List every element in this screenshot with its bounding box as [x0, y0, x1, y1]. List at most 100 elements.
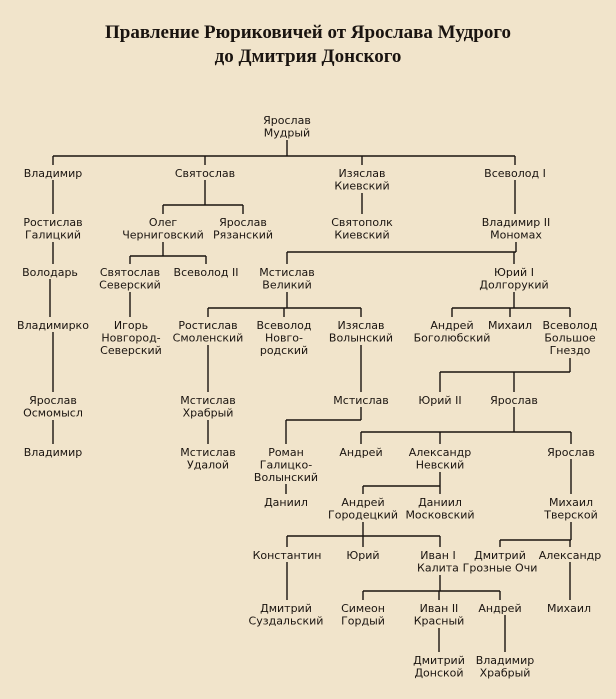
node-label-line: Святослав — [175, 167, 235, 180]
node-label-line: Ярослав — [263, 114, 311, 127]
node-label-line: Андрей — [339, 446, 382, 459]
diagram-title-line-1: Правление Рюриковичей от Ярослава Мудрог… — [105, 22, 511, 43]
node-label-line: Андрей — [430, 319, 473, 332]
node-label-line: Симеон — [341, 602, 385, 615]
node-svyatoslav-1: Святослав — [175, 167, 235, 180]
node-label-line: Новгород- — [101, 332, 160, 345]
node-label-line: Владимир II — [482, 216, 551, 229]
node-vsevolod-1: Всеволод I — [484, 167, 546, 180]
node-label-line: Северский — [100, 344, 162, 357]
node-label-line: Великий — [262, 279, 311, 292]
node-label-line: Олег — [149, 216, 177, 229]
node-label-line: Александр — [539, 549, 602, 562]
node-label-line: Осмомысл — [23, 407, 83, 420]
node-label-line: Михаил — [488, 319, 532, 332]
node-label-line: Донской — [414, 667, 463, 680]
node-label-line: Московский — [405, 509, 474, 522]
node-label-line: Всеволод II — [174, 266, 239, 279]
node-label-line: Володарь — [22, 266, 78, 279]
node-label-line: Гнездо — [550, 344, 591, 357]
node-label-line: Изяслав — [338, 319, 385, 332]
node-label-line: Красный — [414, 615, 465, 628]
connector-lines — [49, 140, 572, 652]
node-label-line: Черниговский — [122, 229, 204, 242]
node-label-line: Роман — [268, 446, 304, 459]
node-label-line: Константин — [253, 549, 322, 562]
node-label-line: Большое — [544, 332, 596, 345]
node-label-line: Мстислав — [333, 394, 388, 407]
node-label-line: Мономах — [490, 229, 542, 242]
node-vladimirko: Владимирко — [17, 319, 89, 332]
node-label-line: Ярослав — [219, 216, 267, 229]
node-label-line: Изяслав — [339, 167, 386, 180]
node-mikhail-tver2: Михаил — [547, 602, 591, 615]
node-label-line: Юрий I — [494, 266, 534, 279]
node-andrei-2: Андрей — [339, 446, 382, 459]
node-label-line: Волынский — [329, 332, 393, 345]
node-label-line: Михаил — [549, 496, 593, 509]
node-label-line: Ростислав — [23, 216, 82, 229]
node-label-line: Ярослав — [490, 394, 538, 407]
node-konstantin: Константин — [253, 549, 322, 562]
node-label-line: Долгорукий — [479, 279, 548, 292]
node-label-line: Грозные Очи — [463, 562, 538, 575]
node-label-line: Владимир — [24, 167, 83, 180]
node-label-line: Ярослав — [29, 394, 77, 407]
node-label-line: Всеволод I — [484, 167, 546, 180]
node-label-line: Волынский — [254, 471, 318, 484]
node-label-line: Святослав — [100, 266, 160, 279]
node-volodar: Володарь — [22, 266, 78, 279]
node-label-line: Галицкий — [25, 229, 81, 242]
node-label-line: Киевский — [334, 229, 389, 242]
node-label-line: Всеволод — [257, 319, 312, 332]
node-label-line: Северский — [99, 279, 161, 292]
node-label-line: Киевский — [334, 180, 389, 193]
node-label-line: Рязанский — [213, 229, 273, 242]
node-label-line: Новго- — [265, 332, 303, 345]
node-label-line: Дмитрий — [413, 654, 465, 667]
node-label-line: Боголюбский — [414, 332, 491, 345]
node-label-line: Галицко- — [260, 459, 312, 472]
node-vladimir-1: Владимир — [24, 167, 83, 180]
node-label-line: Суздальский — [249, 615, 324, 628]
node-label-line: Невский — [416, 459, 465, 472]
node-label-line: Мудрый — [264, 127, 310, 140]
node-andrei-3: Андрей — [478, 602, 521, 615]
node-label-line: Андрей — [478, 602, 521, 615]
node-label-line: Мстислав — [180, 394, 235, 407]
node-daniil-galitsky: Даниил — [264, 496, 308, 509]
node-label-line: Иван I — [420, 549, 455, 562]
node-label-line: Смоленский — [173, 332, 244, 345]
node-yuri-2: Юрий II — [418, 394, 461, 407]
node-alexander-tver: Александр — [539, 549, 602, 562]
node-label-line: Городецкий — [328, 509, 398, 522]
node-label-line: Мстислав — [259, 266, 314, 279]
node-yaroslav-tver: Ярослав — [547, 446, 595, 459]
node-mstislav-2: Мстислав — [333, 394, 388, 407]
